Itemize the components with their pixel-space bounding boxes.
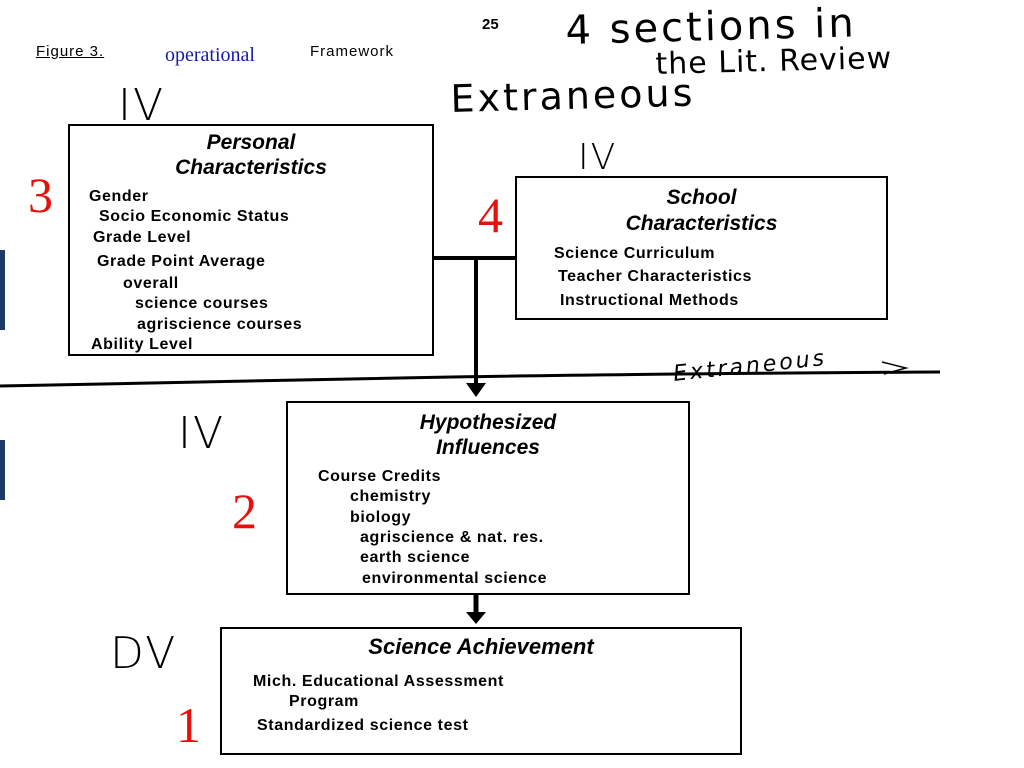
arrowhead-to-hypothesized — [466, 383, 486, 397]
personal-item: science courses — [135, 295, 269, 312]
hypothesized-influences-box: Hypothesized Influences Course Credits c… — [286, 401, 690, 595]
handwritten-iv-hypothesized: IV — [178, 408, 226, 459]
section-number-2: 2 — [232, 483, 257, 539]
section-number-4: 4 — [478, 187, 503, 243]
hypothesized-item: biology — [350, 509, 412, 526]
handwritten-dv: DV — [110, 628, 178, 679]
hypothesized-title-line1: Hypothesized — [419, 411, 557, 434]
personal-item: agriscience courses — [137, 316, 303, 333]
personal-item: Grade Level — [93, 229, 192, 246]
section-number-3: 3 — [28, 167, 53, 223]
hypothesized-item: agriscience & nat. res. — [360, 529, 544, 546]
handwritten-arrow — [881, 361, 909, 375]
handwritten-iv-school: IV — [578, 137, 618, 178]
personal-title-line2: Characteristics — [175, 156, 327, 179]
hypothesized-item: environmental science — [362, 570, 548, 587]
personal-item: Gender — [89, 188, 149, 205]
school-item: Instructional Methods — [560, 292, 739, 309]
school-title-line1: School — [666, 186, 737, 209]
extraneous-divider-line — [0, 370, 941, 388]
page-number: 25 — [482, 16, 499, 33]
achievement-title: Science Achievement — [368, 634, 594, 659]
personal-item: Grade Point Average — [97, 253, 266, 270]
science-achievement-box: Science Achievement Mich. Educational As… — [220, 627, 742, 755]
school-item: Teacher Characteristics — [558, 268, 753, 285]
hypothesized-title-line2: Influences — [436, 436, 540, 459]
personal-item: Ability Level — [91, 336, 194, 353]
personal-item: Socio Economic Status — [99, 208, 290, 225]
slide-edge-left-lower — [0, 440, 5, 500]
school-title-line2: Characteristics — [625, 212, 778, 235]
personal-title-line1: Personal — [206, 131, 296, 154]
hypothesized-item: chemistry — [350, 488, 431, 505]
section-number-1: 1 — [176, 697, 201, 753]
arrowhead-to-achievement — [466, 612, 486, 624]
figure-label: Figure 3. — [36, 43, 105, 60]
school-item: Science Curriculum — [554, 245, 716, 262]
framework-label: Framework — [310, 43, 395, 60]
operational-label: operational — [165, 44, 255, 66]
hypothesized-item: earth science — [360, 549, 471, 566]
slide-edge-left — [0, 250, 5, 330]
achievement-item: Mich. Educational Assessment — [253, 673, 504, 690]
school-characteristics-box: School Characteristics Science Curriculu… — [515, 176, 888, 320]
hypothesized-item: Course Credits — [318, 468, 442, 485]
personal-item: overall — [123, 275, 179, 292]
handwritten-iv-personal: IV — [118, 80, 166, 131]
achievement-item: Standardized science test — [257, 717, 469, 734]
personal-characteristics-box: Personal Characteristics Gender Socio Ec… — [68, 124, 434, 356]
achievement-item: Program — [289, 693, 359, 710]
